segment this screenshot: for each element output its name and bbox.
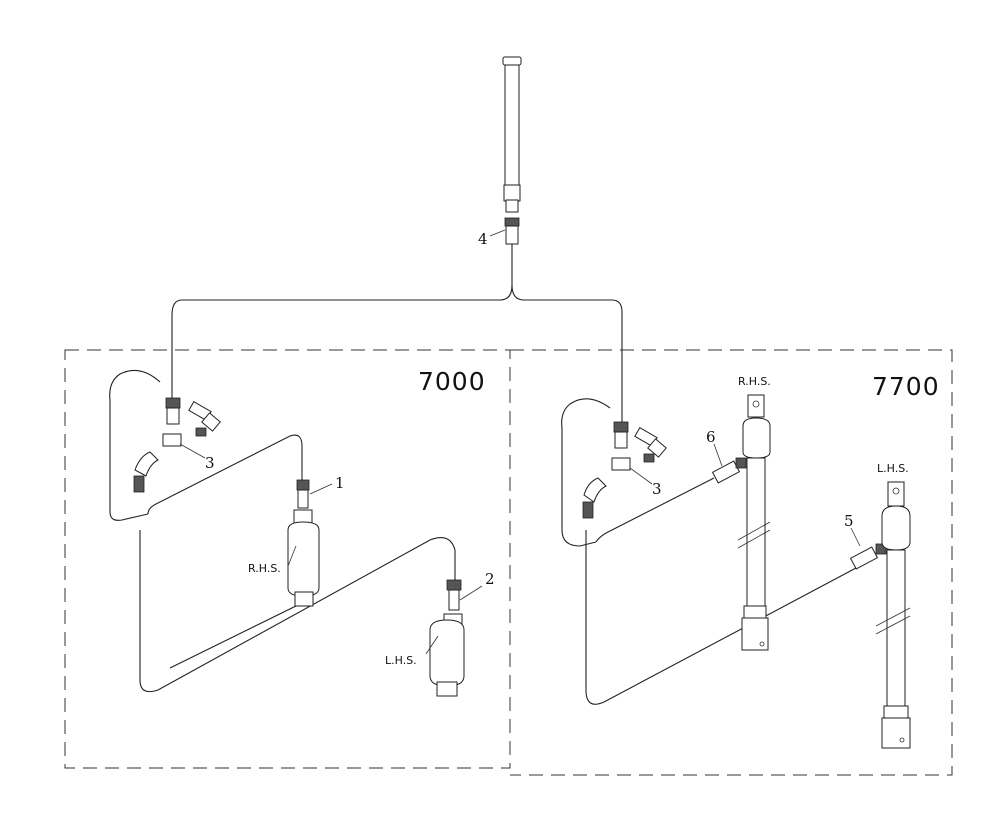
callout-4: 4 bbox=[478, 230, 488, 248]
fitting-6 bbox=[711, 457, 747, 484]
callout-3-left: 3 bbox=[205, 454, 215, 472]
model-label-7700: 7700 bbox=[872, 372, 940, 401]
fitting-2 bbox=[446, 579, 462, 611]
fitting-5 bbox=[849, 543, 887, 570]
left-long-hose bbox=[139, 530, 456, 693]
left-main-hose-to-rhs bbox=[169, 603, 301, 669]
pump-cylinder bbox=[502, 56, 522, 213]
callout-1: 1 bbox=[335, 474, 345, 492]
lhs-cylinder-7700 bbox=[875, 481, 911, 749]
callout-2: 2 bbox=[485, 570, 495, 588]
panel-7000-frame bbox=[64, 349, 511, 769]
rhs-label-7000: R.H.S. bbox=[248, 562, 281, 575]
callout-6: 6 bbox=[706, 428, 716, 446]
tee-fitting-3-right bbox=[582, 421, 667, 519]
model-label-7000: 7000 bbox=[418, 367, 486, 396]
right-long-hose-to-5 bbox=[585, 530, 857, 705]
callout-5: 5 bbox=[844, 512, 854, 530]
rhs-cylinder-7700 bbox=[737, 394, 771, 651]
fitting-1 bbox=[296, 479, 310, 509]
callout-3-right: 3 bbox=[652, 480, 662, 498]
lhs-cylinder-7000 bbox=[429, 613, 465, 697]
rhs-cylinder-7000 bbox=[287, 509, 320, 607]
right-hose-to-6 bbox=[595, 477, 715, 543]
panel-7700-frame bbox=[510, 349, 953, 776]
lhs-label-7700: L.H.S. bbox=[877, 462, 909, 475]
lhs-label-7000: L.H.S. bbox=[385, 654, 417, 667]
fitting-4 bbox=[504, 217, 520, 245]
rhs-label-7700: R.H.S. bbox=[738, 375, 771, 388]
right-loop-hose bbox=[561, 398, 611, 547]
tee-fitting-3-left bbox=[133, 397, 221, 493]
main-hose-split bbox=[171, 244, 513, 398]
left-loop-hose bbox=[109, 369, 161, 521]
